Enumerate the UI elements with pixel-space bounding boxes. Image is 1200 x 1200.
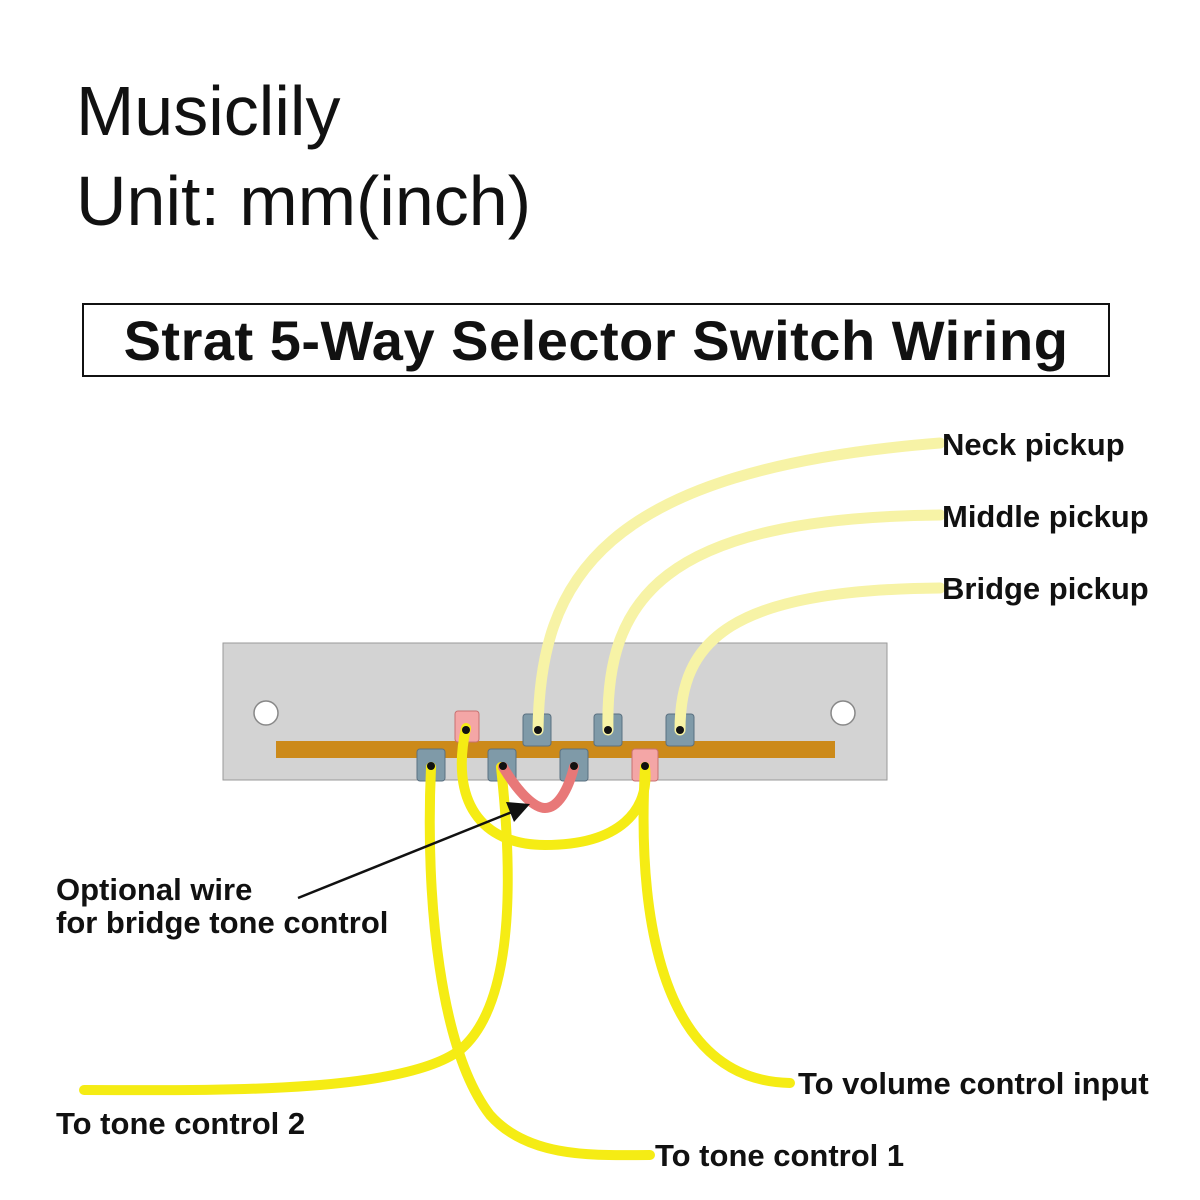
label-tone-control-2: To tone control 2 [56, 1106, 306, 1141]
label-optional-wire-line1: Optional wire [56, 872, 253, 907]
unit-label: Unit: mm(inch) [76, 162, 532, 240]
optional-bridge-tone-wire [498, 762, 579, 814]
label-tone-control-1: To tone control 1 [655, 1138, 905, 1173]
tone-control-1-wire [424, 762, 655, 1161]
solder-dot [462, 726, 470, 734]
annotation-arrow-head [506, 802, 530, 822]
brand-name: Musiclily [76, 72, 341, 150]
label-volume-input: To volume control input [798, 1066, 1149, 1101]
solder-dot [499, 762, 507, 770]
middle-pickup-wire [602, 509, 946, 736]
diagram-title: Strat 5-Way Selector Switch Wiring [123, 308, 1069, 372]
label-middle-pickup: Middle pickup [942, 499, 1149, 534]
switch-plate [222, 642, 888, 781]
solder-dot [534, 726, 542, 734]
tone-control-2-wire [79, 762, 513, 1096]
annotation-arrow-line [297, 810, 513, 900]
common-jumper-wire [456, 723, 651, 851]
solder-dot [427, 762, 435, 770]
solder-dot [641, 762, 649, 770]
diagram-title-box: Strat 5-Way Selector Switch Wiring [82, 303, 1110, 377]
label-optional-wire-line2: for bridge tone control [56, 905, 389, 940]
volume-input-wire [638, 762, 795, 1088]
mounting-hole-left [253, 700, 279, 726]
bridge-pickup-wire [674, 582, 946, 736]
solder-dot [570, 762, 578, 770]
solder-dot [604, 726, 612, 734]
neck-pickup-wire [532, 437, 946, 736]
label-neck-pickup: Neck pickup [942, 427, 1125, 462]
label-bridge-pickup: Bridge pickup [942, 571, 1149, 606]
mounting-hole-right [830, 700, 856, 726]
solder-dot [676, 726, 684, 734]
bus-bar [276, 741, 835, 758]
